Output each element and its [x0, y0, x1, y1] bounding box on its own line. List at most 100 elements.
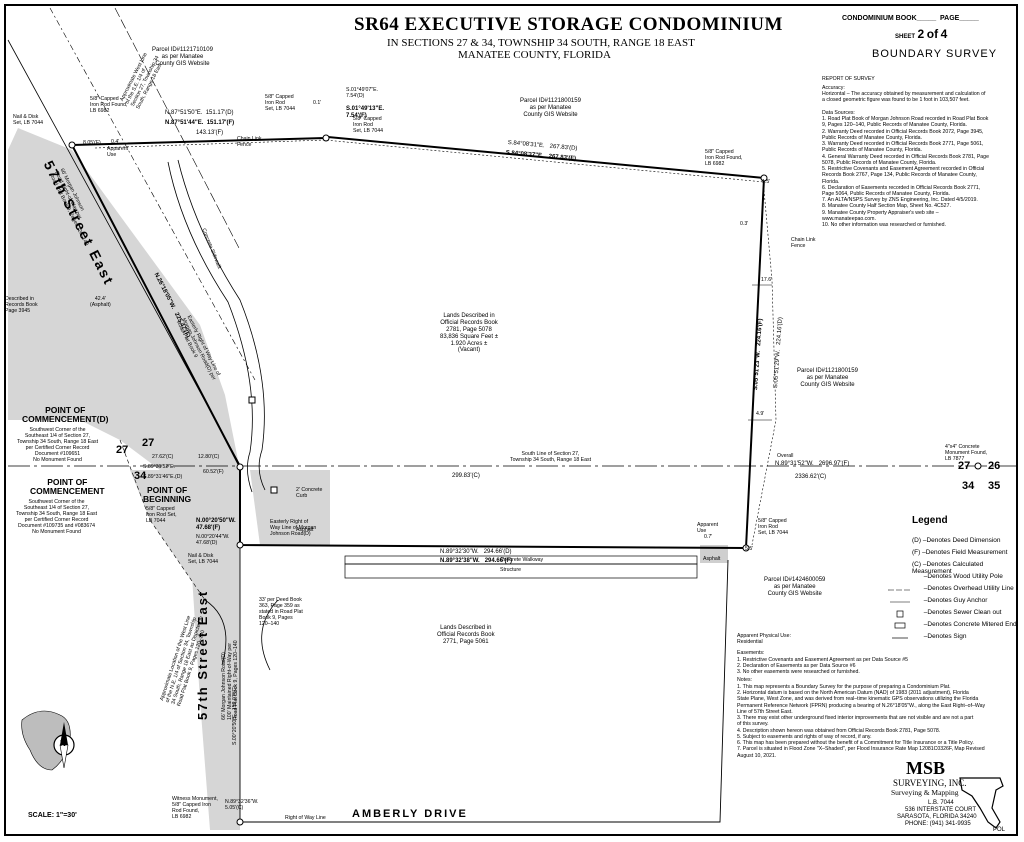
monument-pob	[236, 463, 244, 471]
firm-phone: PHONE: (941) 341-9935	[905, 821, 971, 827]
monument-conc	[974, 462, 982, 470]
pc-d-title: POINT OF COMMENCEMENT(D)	[22, 405, 109, 425]
dist-0-4: 0.4'	[111, 139, 120, 145]
brg-sec4: 2336.62'(C)	[795, 474, 827, 480]
dist-1-5: 1.5'	[762, 179, 771, 185]
nail-disk-top: Nail & Disk Set, LB 7044	[13, 114, 43, 126]
firm-line2: Surveying & Mapping	[891, 788, 959, 797]
dist-17-6: 17.6'	[761, 277, 773, 283]
brg-n1f: N.87°51'44"E. 151.17'(F)	[165, 120, 235, 126]
monument-n	[322, 134, 330, 142]
pc-text: Southwest Corner of the Southeast 1/4 of…	[16, 499, 98, 535]
dist-0-7: 0.7'	[704, 534, 713, 540]
dist-8-05: 8.05'(F)	[83, 140, 101, 146]
described-3945: Described in Records Book Page 3945	[5, 296, 38, 314]
brg-pob-d3: 60.52'(F)	[203, 469, 224, 475]
east-row: Easterly Right of Way Line of Morgan Joh…	[270, 519, 317, 537]
easements-heading: Easements:	[737, 650, 765, 656]
legend-text: –Denotes Calculated Measurement	[912, 561, 984, 575]
note-item: 1. This map represents a Boundary Survey…	[737, 684, 951, 690]
notes-heading: Notes:	[737, 677, 752, 683]
report-line: Public Records of Manatee County, Florid…	[822, 147, 922, 154]
sec-27b: 27	[116, 444, 129, 456]
note-item: Line of 57th Street East.	[737, 708, 793, 715]
legend-text: –Denotes Sewer Clean out	[922, 609, 1002, 616]
sheet-border	[4, 4, 1018, 836]
dist-4-9: 4.9'	[756, 411, 765, 417]
report-line: 10. No other information was researched …	[822, 222, 946, 229]
report-line: www.manateepao.com.	[822, 215, 876, 222]
sec-34b: 34	[962, 480, 975, 492]
sewer-cleanout	[248, 396, 256, 404]
title-line2: MANATEE COUNTY, FLORIDA	[458, 49, 611, 61]
parcel-159-top: Parcel ID#1121800159 as per Manatee Coun…	[520, 98, 581, 118]
sheet-of: of	[926, 27, 939, 41]
fence-east	[751, 189, 777, 546]
report-line: Records Book 2767, Page 134, Public Reco…	[822, 172, 977, 179]
note-item: 7. Parcel is situated in Flood Zone "X–S…	[737, 746, 985, 753]
asphalt-pad	[250, 470, 330, 545]
pc-title: POINT OF COMMENCEMENT	[30, 477, 105, 497]
legend-item: (D) –Denotes Deed Dimension	[912, 537, 1001, 544]
parcel-059: Parcel ID#1424600059 as per Manatee Coun…	[764, 577, 826, 597]
street-shade-south	[190, 545, 240, 830]
brg-pob2: S.89°31'46"E.(D)	[143, 474, 183, 480]
legend-item: –Denotes Sign	[912, 633, 967, 640]
lands-5078: Lands Described in Official Records Book…	[440, 313, 498, 354]
legend-item: –Denotes Wood Utility Pole	[912, 573, 1003, 580]
curb-curve-w	[204, 599, 227, 666]
firm-lb: L.B. 7044	[928, 800, 954, 806]
apparent-use-se: Apparent Use	[697, 522, 719, 534]
report-line: 3. Warranty Deed recorded in Official Re…	[822, 141, 984, 148]
firm-address1: 536 INTERSTATE COURT	[905, 807, 977, 813]
rod-found-6982: 5/8" Capped Iron Rod Found, LB 6982	[90, 96, 128, 114]
sheet-indicator: SHEET 2 of 4	[895, 27, 947, 42]
firm-line1: SURVEYING, INC.	[893, 778, 967, 788]
title-line1: IN SECTIONS 27 & 34, TOWNSHIP 34 SOUTH, …	[387, 37, 695, 49]
chain-fence-right: Chain Link Fence	[791, 237, 816, 249]
sheet-label: SHEET	[895, 34, 916, 40]
amberly-label: AMBERLY DRIVE	[352, 808, 468, 820]
easement-item: 3. No other easements were researched or…	[737, 669, 860, 676]
sheet-num: 2	[917, 27, 925, 41]
fence-north	[94, 139, 765, 183]
use-value: Residential	[737, 639, 763, 645]
brg-short-f: N.00°20'50"W. 47.68'(F)	[196, 518, 236, 531]
legend-text: –Denotes Concrete Mitered End	[922, 621, 1017, 628]
street-shade-north	[8, 128, 240, 470]
report-line: Florida.	[822, 178, 840, 185]
legend-text: –Denotes Wood Utility Pole	[922, 573, 1003, 580]
brg-s-f: N.89°32'38"W. 294.66'(F)	[440, 558, 513, 564]
condo-book-label: CONDOMINIUM BOOK_____ PAGE_____	[842, 15, 979, 22]
report-line: 4. General Warranty Deed recorded in Off…	[822, 153, 989, 160]
report-line: 9. Manatee County Property Appraiser's w…	[822, 209, 939, 216]
report-line: Horizontal – The accuracy obtained by me…	[822, 91, 986, 98]
note-item: 2. Horizontal datum is based on the Nort…	[737, 690, 969, 697]
report-line: 7. An ALTA/NSPS Survey by ZNS Engineerin…	[822, 197, 978, 204]
lands-5061: Lands Described in Official Records Book…	[437, 625, 495, 645]
parcel-159-right: Parcel ID#1121800159 as per Manatee Coun…	[797, 368, 858, 388]
deed-33: 33' per Deed Book 363, Page 359 as state…	[259, 597, 303, 627]
note-item: Permanent Reference Network (FPRN) produ…	[737, 702, 986, 709]
use-label: Apparent Physical Use:	[737, 633, 791, 639]
row-line-w5	[149, 519, 206, 601]
report-body: Accuracy:Horizontal – The accuracy obtai…	[822, 85, 989, 228]
brg-n1: N.87°51'50"E. 151.17'(D)	[165, 110, 234, 116]
report-line: 2. Warranty Deed recorded in Official Re…	[822, 128, 984, 135]
note-item: 3. There may exist other underground fix…	[737, 715, 974, 722]
report-line: 6. Declaration of Easements recorded in …	[822, 184, 981, 191]
asphalt-se: Asphalt	[703, 556, 721, 562]
monument-se	[742, 544, 750, 552]
sec-34a: 34	[134, 470, 147, 482]
sewer-cleanout-2	[270, 486, 278, 494]
asphalt-se	[700, 545, 728, 563]
rod-set-top: 5/8" Capped Iron Rod Set, LB 7044	[265, 94, 295, 112]
rod-set-se: 5/8" Capped Iron Rod Set, LB 7044	[758, 518, 788, 536]
row-morgan2: 66' Morgan Johnson Road(D) 100' Maintain…	[221, 640, 239, 720]
monument-witness	[236, 818, 244, 826]
note-item: 4. Description shown hereon was obtained…	[737, 727, 941, 734]
row-line-w3	[114, 7, 241, 251]
legend-item: –Denotes Concrete Mitered End	[912, 621, 1017, 628]
note-item: 5. Subject to easements and rights of wa…	[737, 733, 872, 740]
report-line: Page 5064, Public Records of Manatee Cou…	[822, 190, 950, 197]
